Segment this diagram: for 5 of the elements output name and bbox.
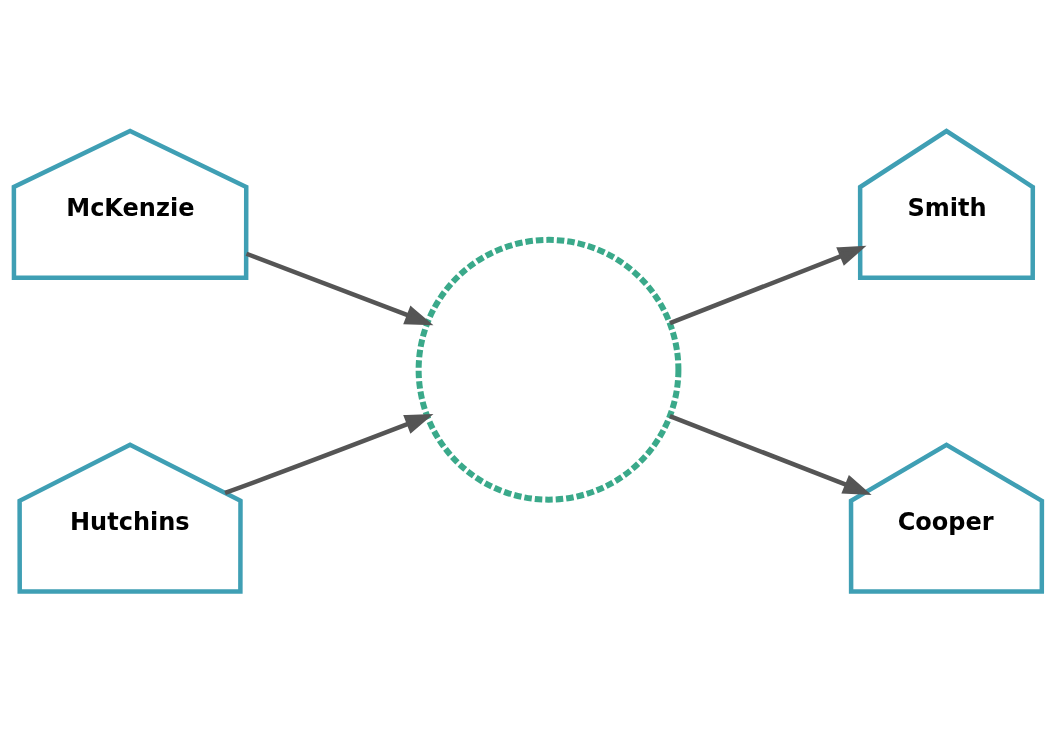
arrow — [669, 414, 872, 495]
node-circle — [415, 236, 682, 503]
arrow — [669, 245, 867, 326]
arrow — [224, 414, 434, 495]
arrow — [245, 251, 434, 326]
